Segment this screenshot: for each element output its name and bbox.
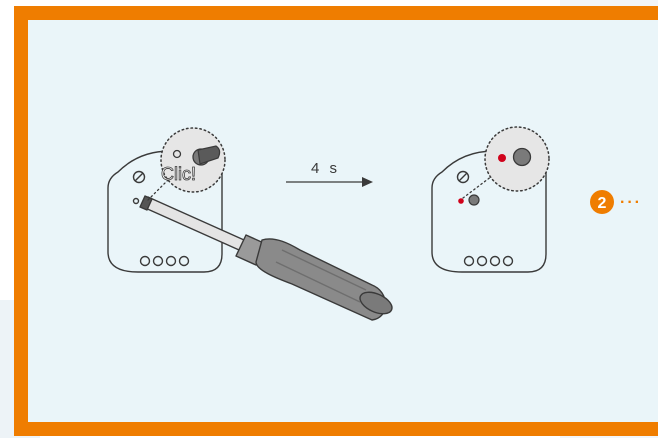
- led-indicator: [458, 198, 464, 204]
- connector-hole: [139, 255, 151, 267]
- connector-hole: [476, 255, 488, 267]
- step-number-badge: [590, 190, 614, 214]
- connector-hole: [178, 255, 190, 267]
- connector-hole: [165, 255, 177, 267]
- screwdriver-icon: [139, 195, 393, 321]
- click-label: Clic!: [161, 164, 196, 184]
- screw-icon: [132, 170, 146, 184]
- zoom-callout-step1: Clic!: [147, 127, 226, 201]
- button-icon: [468, 194, 480, 206]
- button-icon: [512, 147, 532, 167]
- transition-arrow: 4 s: [286, 160, 373, 187]
- screwdriver-tip-icon: [197, 145, 221, 165]
- zoom-callout-result: [462, 126, 550, 199]
- instruction-panel: [14, 6, 658, 436]
- continuation-dots: ···: [620, 194, 642, 211]
- duration-label: 4 s: [311, 160, 340, 177]
- connector-hole: [502, 255, 514, 267]
- led-indicator: [172, 149, 182, 159]
- connector-hole: [463, 255, 475, 267]
- connector-hole: [152, 255, 164, 267]
- screw-icon: [456, 170, 470, 184]
- led-indicator: [498, 154, 506, 162]
- next-step-indicator: 2 ···: [590, 190, 642, 214]
- led-indicator: [132, 197, 140, 205]
- step-number: 2: [598, 195, 607, 212]
- connector-hole: [489, 255, 501, 267]
- arrow-head-icon: [362, 177, 373, 187]
